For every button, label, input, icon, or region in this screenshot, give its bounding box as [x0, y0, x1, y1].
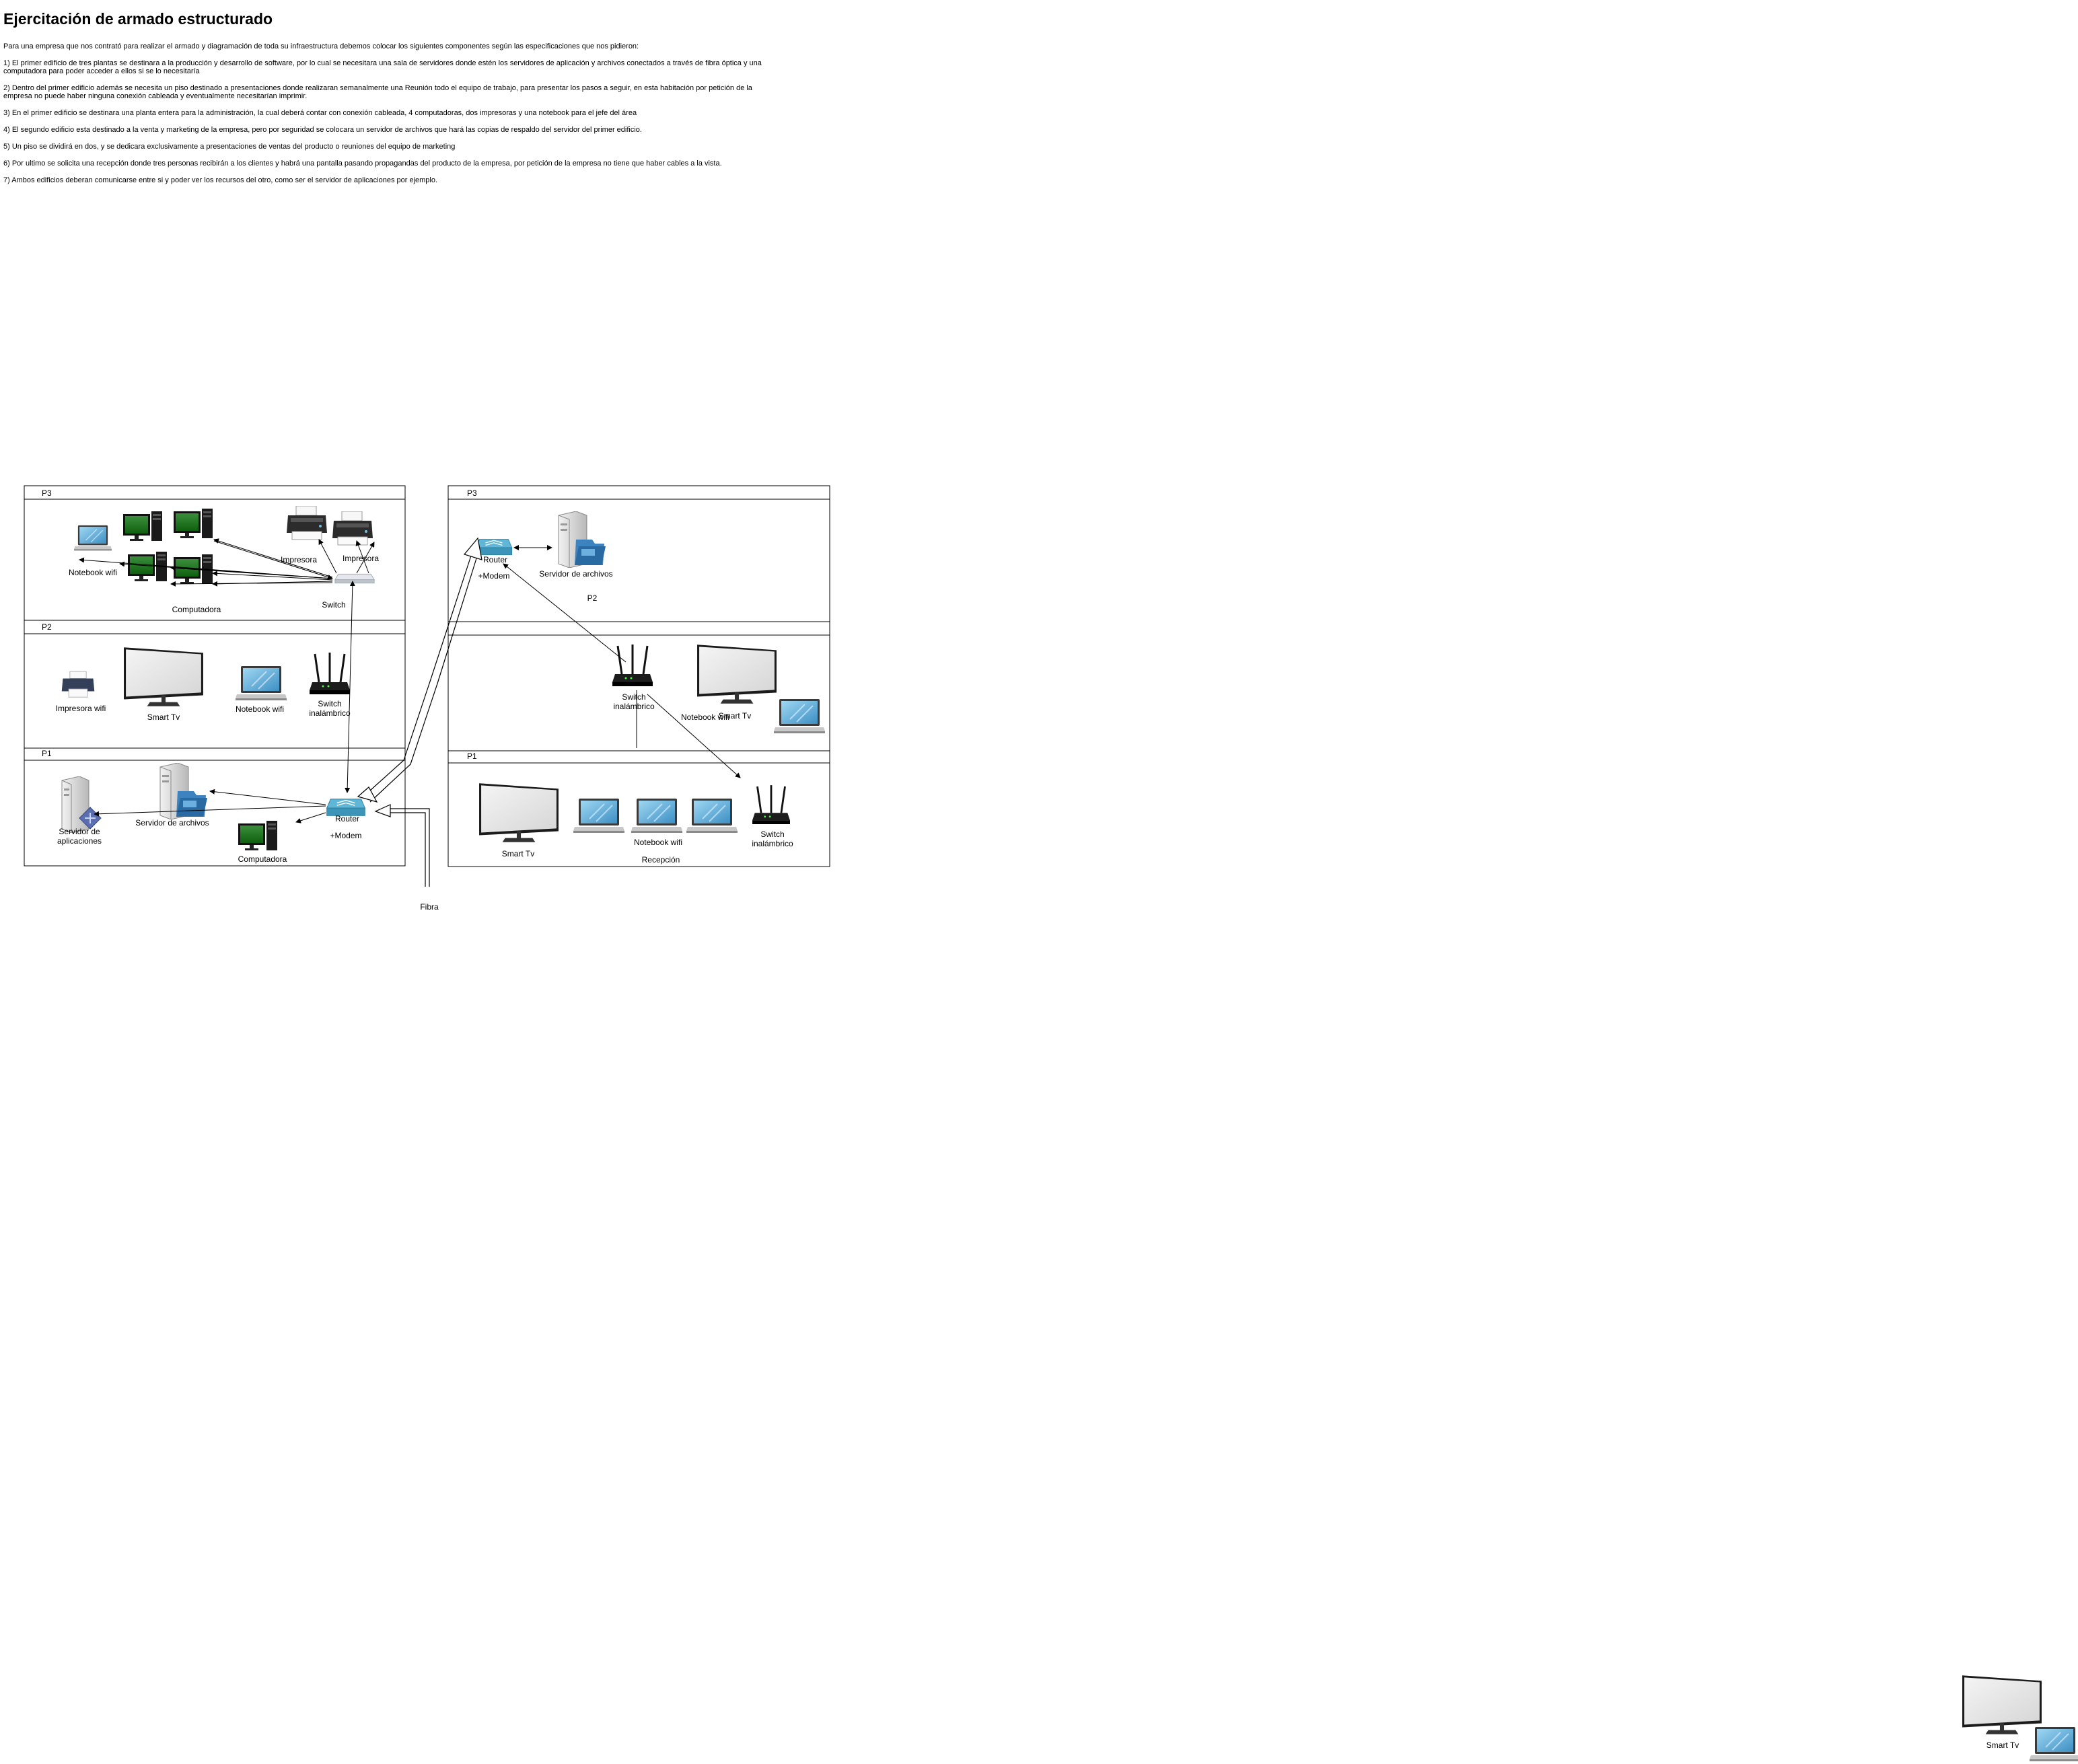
fiber-label: Fibra	[420, 902, 439, 912]
floor-label: P3	[467, 488, 477, 498]
notebook-label: Notebook wifi	[634, 838, 682, 847]
router-label: +Modem	[478, 571, 509, 581]
wireless-switch-icon	[310, 653, 350, 696]
computer-label: Computadora	[172, 605, 221, 614]
notebook-label: Notebook wifi	[69, 568, 117, 577]
fiber-arrow	[374, 804, 430, 887]
floor-label: P1	[467, 751, 477, 761]
floor-label: P3	[42, 488, 52, 498]
router-label: Router	[335, 814, 359, 823]
smart-tv-label: Smart Tv	[1986, 1740, 2019, 1750]
wifi-printer-icon	[61, 671, 95, 698]
wireless-switch-label: inalámbrico	[613, 702, 655, 711]
app-server-icon	[61, 776, 102, 833]
smart-tv-icon	[124, 647, 203, 706]
printer-label: Impresora	[281, 555, 317, 564]
building2-floor-p1	[447, 750, 830, 867]
wireless-switch-label: inalámbrico	[309, 708, 351, 718]
notebook-icon	[573, 798, 624, 834]
paragraph-7: 7) Ambos edificios deberan comunicarse e…	[3, 176, 438, 184]
smart-tv-icon	[479, 783, 559, 842]
router-label: +Modem	[330, 831, 361, 840]
notebook-icon	[236, 666, 287, 701]
paragraph-3: 3) En el primer edificio se destinara un…	[3, 109, 637, 117]
building1-floor-p3	[24, 485, 406, 621]
notebook-icon	[74, 525, 112, 552]
file-server-icon	[558, 511, 606, 568]
page-title: Ejercitación de armado estructurado	[3, 10, 273, 28]
wifi-printer-label: Impresora wifi	[56, 704, 106, 713]
app-server-label: Servidor de	[59, 827, 100, 836]
building2-cables	[503, 545, 741, 778]
wireless-switch-label: inalámbrico	[752, 839, 793, 848]
router-label: Router	[483, 555, 507, 564]
computer-icon	[174, 509, 213, 538]
smart-tv-icon	[1962, 1675, 2042, 1734]
stray-devices: Smart Tv	[1962, 1675, 2078, 1763]
building-1: P3 P2 P1 Notebook wifi Computadora Impre…	[24, 485, 406, 867]
switch-icon	[334, 573, 375, 584]
fiber-link: Fibra	[357, 537, 482, 912]
file-server-label: Servidor de archivos	[135, 818, 209, 828]
wireless-switch-label: Switch	[318, 699, 341, 708]
notebook-icon	[2030, 1726, 2078, 1763]
app-server-label: aplicaciones	[57, 836, 102, 846]
smart-tv-label: Smart Tv	[147, 712, 180, 722]
building-2: P3 P2 P1 Router +Modem Servidor de archi…	[447, 485, 830, 867]
floor-label: P2	[587, 593, 598, 603]
paragraph-2: 2) Dentro del primer edificio además se …	[3, 84, 752, 100]
smart-tv-label: Smart Tv	[502, 849, 534, 858]
printer-label: Impresora	[343, 554, 379, 563]
wireless-switch-label: Switch	[760, 830, 784, 839]
router-icon	[475, 538, 513, 556]
smart-tv-icon	[697, 645, 777, 704]
notebook-label: Notebook wifi	[681, 712, 729, 722]
paragraph-1: 1) El primer edificio de tres plantas se…	[3, 59, 762, 75]
paragraph-6: 6) Por ultimo se solicita una recepción …	[3, 159, 722, 168]
notebook-label: Notebook wifi	[236, 704, 284, 714]
notebook-icon	[631, 798, 682, 834]
smart-tv-label: Smart Tv	[719, 711, 751, 721]
notebook-icon	[686, 798, 738, 834]
building1-floor-p1	[24, 747, 406, 867]
switch-label: Switch	[322, 600, 345, 610]
computer-icon	[238, 821, 277, 850]
paragraph-4: 4) El segundo edificio esta destinado a …	[3, 126, 642, 134]
floor-label: P2	[42, 622, 52, 632]
file-server-label: Servidor de archivos	[539, 569, 612, 579]
wireless-switch-icon	[612, 643, 653, 688]
printer-icon	[287, 506, 327, 540]
wireless-switch-label: Switch	[622, 692, 645, 702]
reception-label: Recepción	[642, 855, 680, 865]
paragraph-intro: Para una empresa que nos contrató para r…	[3, 42, 639, 50]
wireless-switch-icon	[752, 784, 790, 825]
printer-icon	[332, 511, 373, 546]
paragraph-5: 5) Un piso se dividirá en dos, y se dedi…	[3, 143, 456, 151]
computer-label: Computadora	[238, 854, 287, 864]
computer-icon	[123, 511, 162, 541]
router-icon	[326, 799, 366, 817]
floor-label: P1	[42, 749, 52, 758]
exercise-text: Ejercitación de armado estructurado Para…	[3, 9, 771, 193]
building1-cables	[79, 538, 375, 823]
notebook-icon	[774, 698, 825, 735]
